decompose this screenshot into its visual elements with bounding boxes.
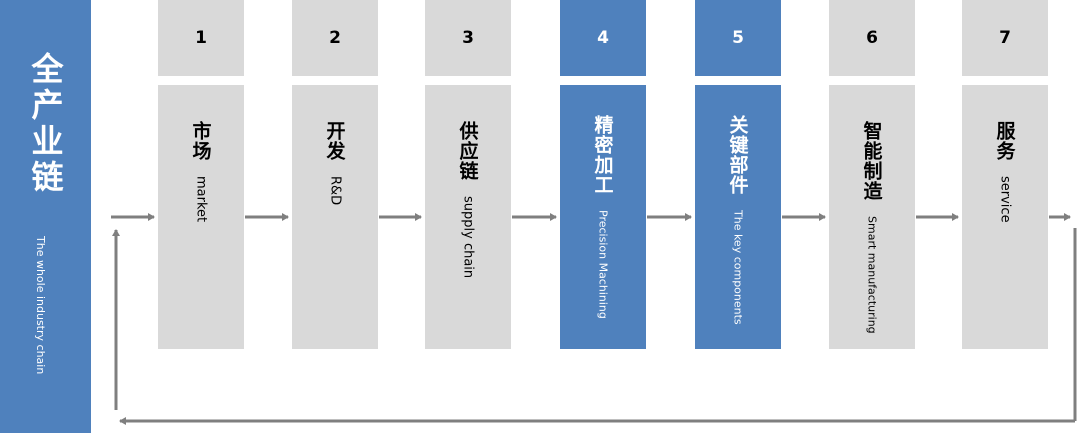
- step-number-4: 4: [560, 0, 646, 76]
- step-box-key-components: 关键部件 The key components: [695, 85, 781, 349]
- step-label-zh: 精密加工: [591, 115, 614, 195]
- step-label-zh: 开发: [323, 121, 346, 161]
- step-label-en: R&D: [327, 176, 343, 206]
- step-label-en: The key components: [731, 210, 745, 325]
- step-number-3: 3: [425, 0, 511, 76]
- step-label-zh: 服务: [993, 121, 1016, 161]
- side-panel: 全产业链 The whole industry chain: [0, 0, 91, 433]
- side-title-en: The whole industry chain: [34, 236, 47, 375]
- step-number-2: 2: [292, 0, 378, 76]
- step-number-1: 1: [158, 0, 244, 76]
- step-label-en: supply chain: [460, 196, 476, 279]
- step-label-zh: 供应链: [456, 121, 479, 181]
- step-label-zh: 关键部件: [726, 115, 749, 195]
- step-box-smart-manufacturing: 智能制造 Smart manufacturing: [829, 85, 915, 349]
- step-box-market: 市场 market: [158, 85, 244, 349]
- step-box-supply-chain: 供应链 supply chain: [425, 85, 511, 349]
- step-label-en: service: [997, 176, 1013, 223]
- step-label-zh: 智能制造: [860, 121, 883, 201]
- step-label-en: Smart manufacturing: [865, 216, 879, 334]
- step-box-rnd: 开发 R&D: [292, 85, 378, 349]
- step-number-7: 7: [962, 0, 1048, 76]
- step-box-precision-machining: 精密加工 Precision Machining: [560, 85, 646, 349]
- step-number-6: 6: [829, 0, 915, 76]
- step-label-en: market: [193, 176, 209, 223]
- step-box-service: 服务 service: [962, 85, 1048, 349]
- step-label-zh: 市场: [189, 121, 212, 161]
- step-number-5: 5: [695, 0, 781, 76]
- side-title-zh: 全产业链: [26, 52, 65, 196]
- step-label-en: Precision Machining: [596, 210, 610, 319]
